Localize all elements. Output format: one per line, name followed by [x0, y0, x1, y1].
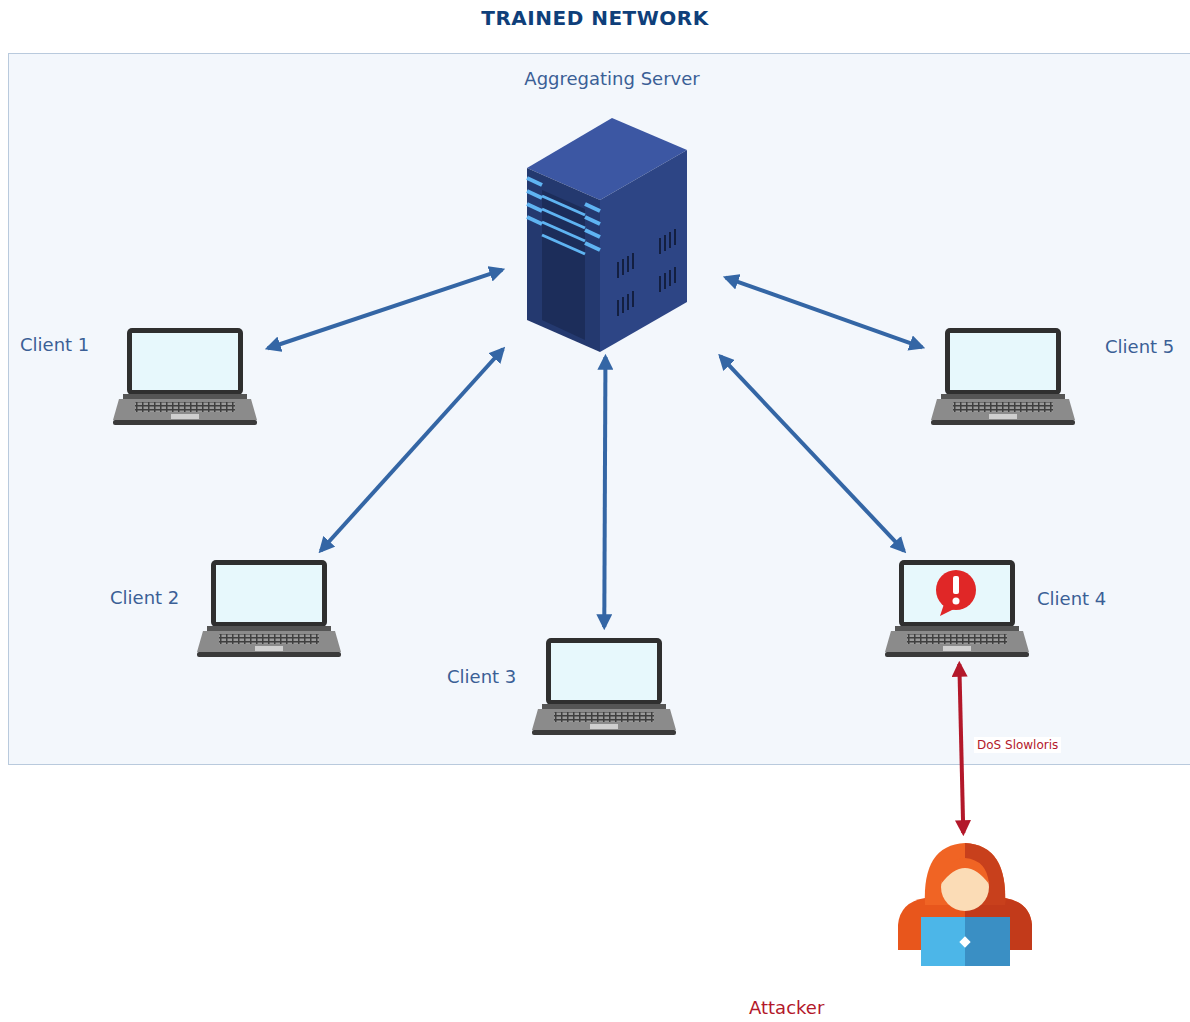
edge-label: DoS Slowloris [974, 737, 1061, 753]
node-label: Attacker [749, 997, 824, 1019]
laptop-icon [113, 328, 257, 425]
attacker-icon [898, 843, 1032, 966]
client-node: Client 5 [925, 320, 1183, 430]
node-label: Aggregating Server [505, 68, 719, 90]
client-node: Client 4 [880, 553, 1120, 661]
link-arrow [604, 357, 605, 627]
laptop-icon [885, 560, 1029, 657]
laptop-icon [931, 328, 1075, 425]
link-arrow [321, 349, 503, 551]
attacker-node: Attacker [740, 836, 1040, 1021]
server-icon [527, 118, 687, 352]
node-label: Client 5 [1105, 336, 1174, 358]
client-node: Client 1 [15, 320, 265, 430]
network-panel [9, 54, 1190, 765]
server-node: Aggregating Server [505, 66, 723, 354]
alert-icon [936, 570, 976, 616]
link-arrow [268, 270, 502, 348]
attack-arrow [959, 664, 963, 833]
node-label: Client 2 [110, 587, 179, 609]
node-label: Client 1 [20, 334, 89, 356]
client-node: Client 3 [440, 630, 680, 740]
node-label: Client 4 [1037, 588, 1106, 610]
link-arrow [726, 278, 922, 348]
link-arrow [720, 356, 904, 551]
client-node: Client 2 [105, 553, 345, 661]
diagram-title: TRAINED NETWORK [0, 6, 1190, 30]
laptop-icon [197, 560, 341, 657]
laptop-icon [532, 638, 676, 735]
node-label: Client 3 [447, 666, 516, 688]
